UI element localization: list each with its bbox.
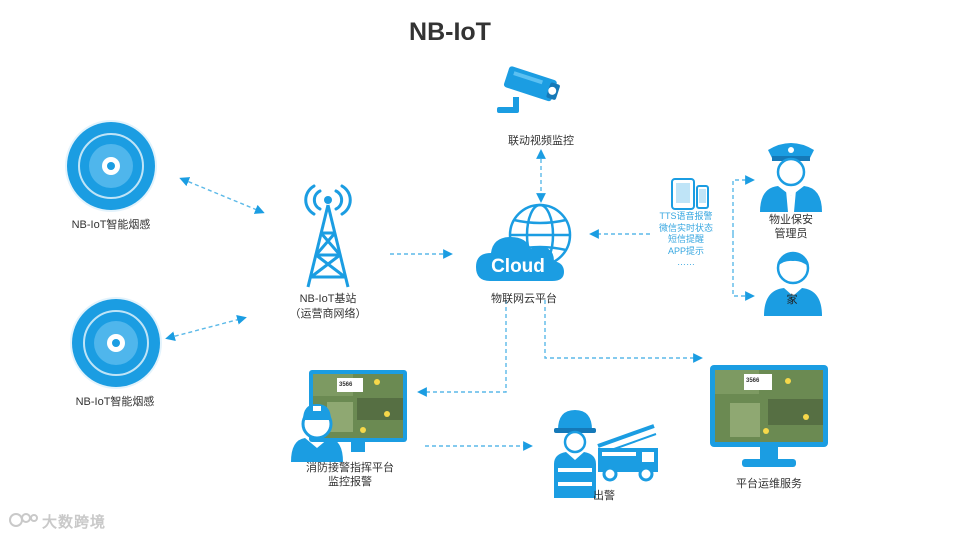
security-label: 物业保安 — [769, 214, 813, 226]
arrow-smoke1-to-station — [179, 177, 265, 214]
cctv-camera-icon — [497, 66, 560, 113]
fire-center-sublabel: 监控报警 — [328, 476, 372, 488]
watermark-text: 大数跨境 — [42, 514, 107, 531]
arrow-to-home — [732, 234, 755, 301]
firefighter-truck-icon — [554, 410, 658, 498]
video-label: 联动视频监控 — [508, 135, 574, 147]
cloud-platform-label: 物联网云平台 — [491, 293, 557, 305]
cloud-text: Cloud — [491, 256, 545, 277]
dispatcher-monitor-icon: 3566 — [291, 370, 407, 462]
map-monitor-icon: 3566 — [710, 365, 828, 467]
arrow-cloud-to-fire-center — [417, 300, 507, 397]
notification-item: …… — [677, 257, 695, 267]
notification-item: 微信实时状态 — [658, 222, 713, 233]
arrow-to-security — [732, 175, 755, 234]
watermark-logo-icon — [9, 513, 38, 527]
arrow-smoke2-to-station — [165, 315, 247, 341]
smoke-detector-icon — [70, 297, 162, 389]
security-sublabel: 管理员 — [774, 228, 808, 240]
base-station-sublabel: （运营商网络） — [289, 308, 367, 320]
cloud-globe-icon: Cloud — [476, 203, 572, 281]
smoke-2-label: NB-IoT智能烟感 — [75, 396, 155, 408]
diagram-title: NB-IoT — [409, 18, 491, 46]
dispatch-label: 出警 — [593, 490, 615, 502]
screen-badge-text: 3566 — [339, 382, 353, 388]
person-icon — [764, 251, 822, 316]
smoke-1-label: NB-IoT智能烟感 — [71, 219, 151, 231]
notification-item: TTS语音报警 — [659, 211, 713, 221]
arrow-cloud-to-ops — [544, 300, 703, 363]
notification-item: 短信提醒 — [667, 234, 704, 244]
notification-list: TTS语音报警 微信实时状态 短信提醒 APP提示 …… — [650, 211, 722, 269]
fire-center-label: 消防接警指挥平台 — [306, 462, 394, 474]
cell-tower-icon — [304, 184, 352, 288]
notification-item: APP提示 — [667, 245, 704, 256]
base-station-label: NB-IoT基站 — [299, 293, 357, 305]
screen-badge-text: 3566 — [746, 378, 760, 384]
smoke-detector-icon — [65, 120, 157, 212]
security-guard-icon — [760, 143, 822, 212]
home-label: 家 — [786, 294, 798, 306]
tablet-phone-icon — [671, 178, 709, 210]
ops-label: 平台运维服务 — [736, 478, 802, 490]
